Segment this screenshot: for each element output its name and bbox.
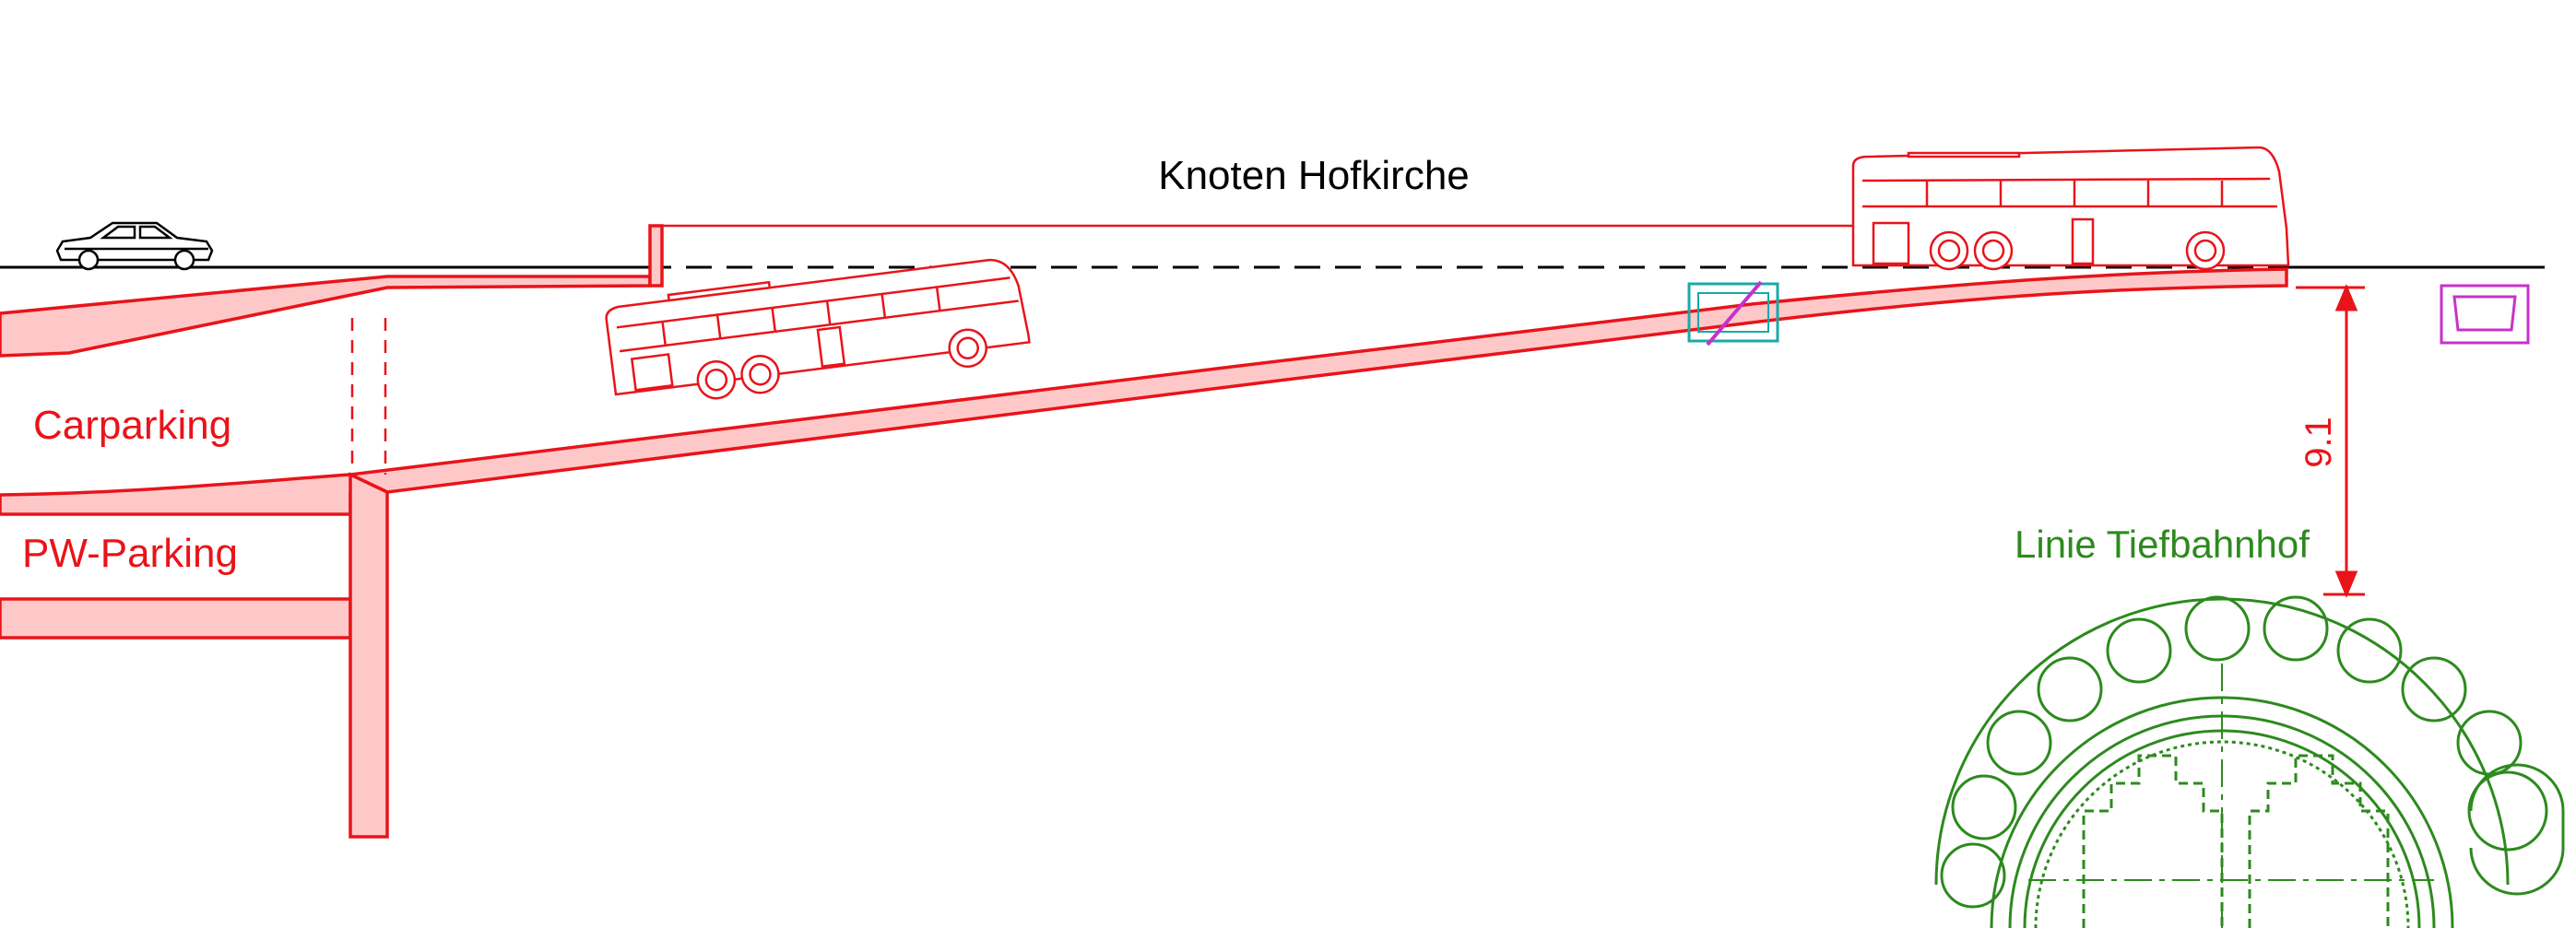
car-icon bbox=[55, 221, 214, 271]
parking-structure bbox=[0, 224, 2288, 839]
bus-at-grade-icon bbox=[1851, 146, 2290, 271]
diagram-title: Knoten Hofkirche bbox=[1158, 153, 1470, 198]
dimension-line bbox=[2296, 284, 2365, 598]
bus-on-ramp-icon bbox=[605, 258, 1031, 400]
dashed-column bbox=[350, 318, 387, 475]
carparking-label: Carparking bbox=[33, 403, 231, 448]
magenta-box-icon bbox=[2440, 284, 2530, 345]
pw-parking-label: PW-Parking bbox=[22, 531, 238, 576]
tunnel-line-label: Linie Tiefbahnhof bbox=[2015, 523, 2310, 566]
tunnel-cross-section bbox=[1934, 595, 2565, 928]
crossing-symbol-icon bbox=[1687, 280, 1779, 347]
dimension-label: 9.1 bbox=[2298, 417, 2339, 468]
